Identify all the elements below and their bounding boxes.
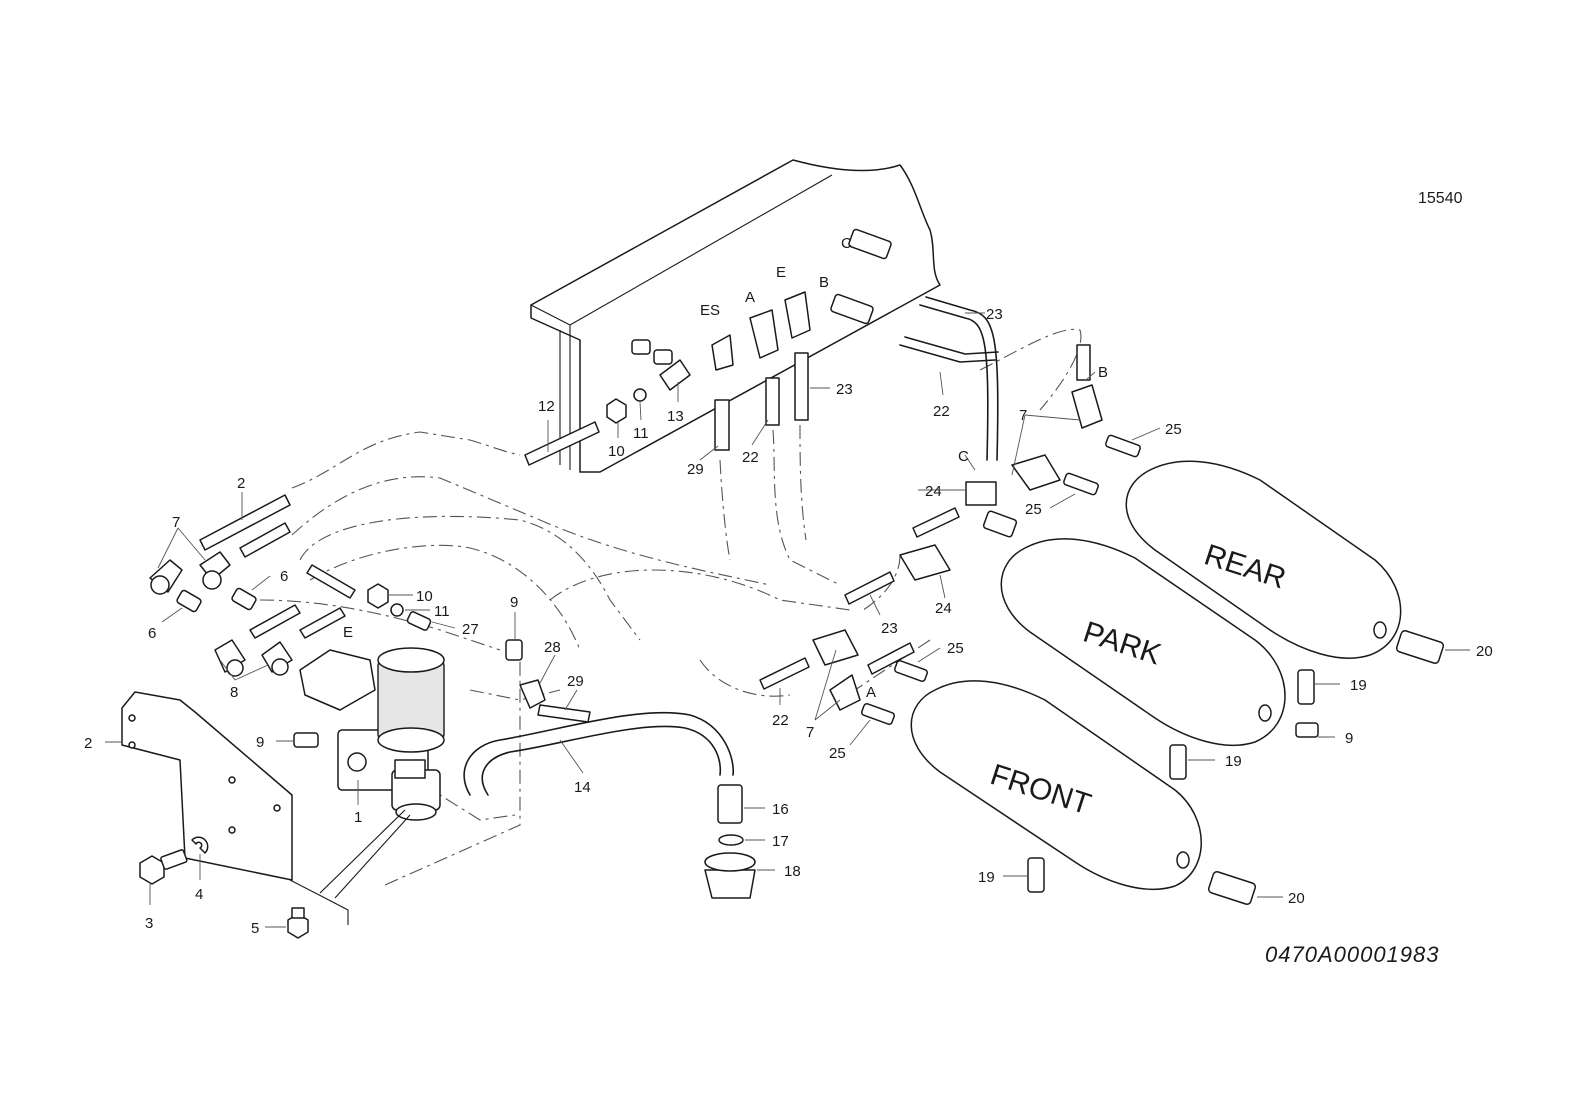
- part-callouts: 2 7 6 6 8 2 9 1 3 4 5 12 10 11 13 29 22 …: [84, 306, 1493, 937]
- callout-22-lower: 22: [772, 712, 789, 729]
- callout-29-lower: 29: [567, 673, 584, 690]
- air-dryer-assembly: [299, 647, 445, 821]
- callout-9-right: 9: [1345, 730, 1353, 747]
- callout-17: 17: [772, 833, 789, 850]
- callout-20-lower: 20: [1288, 890, 1305, 907]
- callout-6-right: 6: [280, 568, 288, 585]
- callout-19-middle: 19: [1225, 753, 1242, 770]
- callout-10-left: 10: [416, 588, 433, 605]
- port-label-c-right: C: [958, 448, 969, 465]
- mounting-bracket: [121, 691, 293, 881]
- callout-3: 3: [145, 915, 153, 932]
- frame-crossmember: [530, 159, 941, 473]
- port-label-b-top: B: [819, 274, 829, 291]
- callout-9-middle: 9: [510, 594, 518, 611]
- callout-19-right: 19: [1350, 677, 1367, 694]
- callout-27: 27: [462, 621, 479, 638]
- fittings: [139, 228, 1445, 939]
- callout-28: 28: [544, 639, 561, 656]
- callout-14: 14: [574, 779, 591, 796]
- callout-25-top: 25: [1165, 421, 1182, 438]
- callout-7-left: 7: [172, 514, 180, 531]
- callout-9-left: 9: [256, 734, 264, 751]
- callout-23-lower: 23: [881, 620, 898, 637]
- callout-24-lower: 24: [935, 600, 952, 617]
- tank-park: PARK: [1000, 538, 1286, 746]
- hose-14: [463, 711, 735, 796]
- callout-24-top: 24: [925, 483, 942, 500]
- callout-4: 4: [195, 886, 203, 903]
- tank-rear: REAR: [1125, 460, 1402, 659]
- callout-19-lower: 19: [978, 869, 995, 886]
- document-code: 0470A00001983: [1265, 942, 1440, 967]
- callout-23-top: 23: [986, 306, 1003, 323]
- callout-8: 8: [230, 684, 238, 701]
- callout-22-right: 22: [933, 403, 950, 420]
- port-label-e-left: E: [343, 624, 353, 641]
- port-label-e-top: E: [776, 264, 786, 281]
- tubes: [199, 344, 1091, 723]
- callout-7-lower: 7: [806, 724, 814, 741]
- callout-25-right: 25: [947, 640, 964, 657]
- port-label-a-lower: A: [866, 684, 876, 701]
- routing-lines: [259, 328, 1082, 886]
- callout-6-left: 6: [148, 625, 156, 642]
- port-label-b-right: B: [1098, 364, 1108, 381]
- callout-25-lower: 25: [829, 745, 846, 762]
- hose-23-bent: [899, 296, 999, 461]
- callout-10-top: 10: [608, 443, 625, 460]
- callout-23-middle: 23: [836, 381, 853, 398]
- callout-1: 1: [354, 809, 362, 826]
- callout-22-top: 22: [742, 449, 759, 466]
- callout-11-top: 11: [633, 425, 649, 442]
- port-labels: ES A E B C B C E A: [343, 235, 1108, 701]
- tank-front: FRONT: [910, 680, 1202, 890]
- diagram-reference-number: 15540: [1418, 190, 1463, 207]
- port-label-a-top: A: [745, 289, 755, 306]
- callout-29-top: 29: [687, 461, 704, 478]
- callout-11-left: 11: [434, 603, 450, 620]
- callout-5: 5: [251, 920, 259, 937]
- callout-13: 13: [667, 408, 684, 425]
- callout-12: 12: [538, 398, 555, 415]
- callout-2-bracket: 2: [84, 735, 92, 752]
- port-label-es: ES: [700, 302, 720, 319]
- callout-2-tube: 2: [237, 475, 245, 492]
- callout-16: 16: [772, 801, 789, 818]
- leader-lines: [105, 312, 1470, 928]
- callout-7-right: 7: [1019, 407, 1027, 424]
- callout-25-middle: 25: [1025, 501, 1042, 518]
- port-label-c-top: C: [841, 235, 852, 252]
- callout-20-right: 20: [1476, 643, 1493, 660]
- callout-18: 18: [784, 863, 801, 880]
